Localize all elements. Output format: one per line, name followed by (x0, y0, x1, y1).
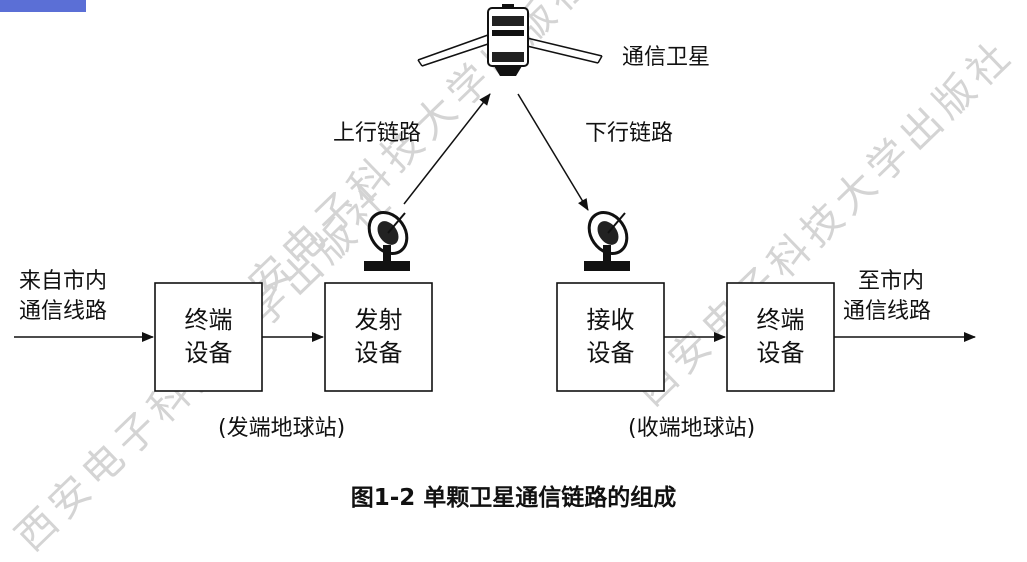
receive-terminal-box (726, 282, 835, 392)
transmitter-text: 发射 设备 (325, 283, 432, 391)
send-terminal-box (154, 282, 263, 392)
receiver-text: 接收 设备 (557, 283, 664, 391)
output-destination-label-line2: 通信线路 (843, 299, 932, 324)
receive-station-label: (收端地球站) (628, 416, 756, 441)
receive-dish-icon (584, 211, 630, 271)
box-label-line: 设备 (586, 339, 635, 367)
receive-terminal-text: 终端 设备 (727, 283, 834, 391)
box-label-line: 终端 (756, 306, 805, 334)
downlink-arrow (517, 93, 589, 211)
transmitter-box (324, 282, 433, 392)
satellite-link-diagram (14, 4, 976, 392)
receiver-box (556, 282, 665, 392)
corner-marker (0, 0, 86, 12)
satellite-icon (417, 4, 603, 76)
send-station-label: (发端地球站) (218, 416, 346, 441)
satellite-label: 通信卫星 (622, 45, 711, 70)
box-label-line: 发射 (354, 306, 403, 334)
box-label-line: 设备 (756, 339, 805, 367)
box-label-line: 接收 (586, 306, 635, 334)
box-label-line: 终端 (184, 306, 233, 334)
downlink-label: 下行链路 (585, 121, 674, 146)
input-source-label-line1: 来自市内 (19, 269, 108, 294)
send-terminal-text: 终端 设备 (155, 283, 262, 391)
box-label-line: 设备 (184, 339, 233, 367)
uplink-label: 上行链路 (333, 121, 422, 146)
figure-caption: 图1-2 单颗卫星通信链路的组成 (350, 485, 677, 511)
output-destination-label-line1: 至市内 (858, 269, 925, 294)
transmit-dish-icon (364, 211, 410, 271)
box-label-line: 设备 (354, 339, 403, 367)
uplink-arrow (403, 93, 491, 205)
input-source-label-line2: 通信线路 (19, 299, 108, 324)
